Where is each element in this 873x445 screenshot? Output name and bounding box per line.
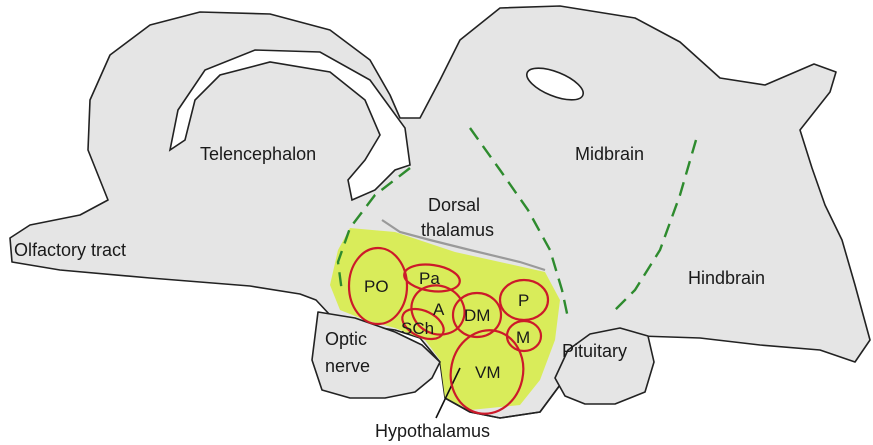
- nucleus-vm-label: VM: [475, 363, 501, 382]
- telencephalon-label: Telencephalon: [200, 144, 316, 164]
- nucleus-po-label: PO: [364, 277, 389, 296]
- optic-nerve-label-line2: nerve: [325, 356, 370, 376]
- nucleus-p-label: P: [518, 291, 529, 310]
- olfactory-tract-label: Olfactory tract: [14, 240, 126, 260]
- dorsal-thalamus-label-line2: thalamus: [421, 220, 494, 240]
- hypothalamus-label: Hypothalamus: [375, 421, 490, 441]
- optic-nerve-label-line1: Optic: [325, 329, 367, 349]
- midbrain-label: Midbrain: [575, 144, 644, 164]
- nucleus-a-label: A: [433, 300, 445, 319]
- pituitary-label: Pituitary: [562, 341, 627, 361]
- nucleus-m-label: M: [516, 328, 530, 347]
- nucleus-pa-label: Pa: [419, 269, 440, 288]
- dorsal-thalamus-label-line1: Dorsal: [428, 195, 480, 215]
- nucleus-sch-label: SCh: [401, 319, 434, 338]
- hindbrain-label: Hindbrain: [688, 268, 765, 288]
- nucleus-dm-label: DM: [464, 306, 490, 325]
